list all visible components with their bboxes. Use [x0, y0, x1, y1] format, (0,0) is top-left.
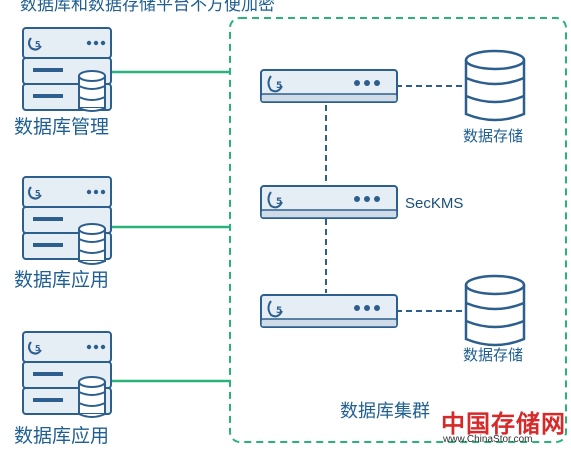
- storage-icon-top: [464, 49, 526, 122]
- appliance-seckms: [260, 185, 398, 219]
- seckms-label: SecKMS: [405, 195, 464, 212]
- appliance-bottom: [260, 294, 398, 328]
- client-server-3: [22, 331, 112, 418]
- client-label-1: 数据库管理: [14, 116, 110, 138]
- storage-label-bottom: 数据存储: [463, 346, 524, 364]
- client-label-3: 数据库应用: [14, 425, 110, 447]
- cluster-label: 数据库集群: [340, 401, 430, 422]
- client-server-1: [22, 27, 112, 112]
- client-server-2: [22, 176, 112, 265]
- cluster-boundary: [229, 17, 567, 443]
- storage-icon-bottom: [464, 274, 526, 347]
- watermark-url: www.ChinaStor.com: [443, 434, 533, 445]
- storage-label-top: 数据存储: [463, 127, 524, 145]
- appliance-top: [260, 69, 398, 103]
- client-label-2: 数据库应用: [14, 269, 110, 291]
- watermark-title: 中国存储网: [441, 410, 566, 438]
- top-caption: 数据库和数据存储平台不方便加密: [20, 0, 275, 15]
